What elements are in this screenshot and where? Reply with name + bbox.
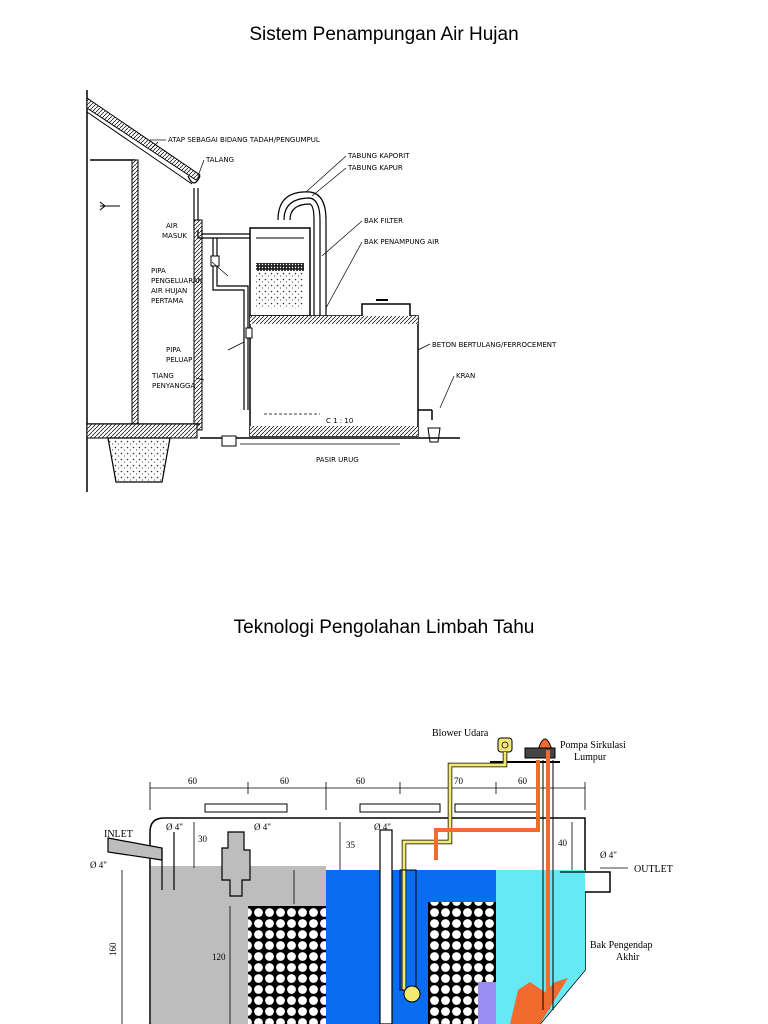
chamber-aerobic-water xyxy=(326,870,508,1024)
dim-w5: 60 xyxy=(518,776,528,786)
manholes xyxy=(204,803,538,813)
dim-h-media: 120 xyxy=(212,952,226,962)
first-flush-pipe xyxy=(210,238,249,320)
label-chlorine-tube: TABUNG KAPORIT xyxy=(347,152,410,160)
baffle-pipe-2 xyxy=(379,829,393,1024)
foundation xyxy=(86,423,460,483)
baffle-pipe-1 xyxy=(221,831,251,897)
dim-h-top-left: 30 xyxy=(198,834,208,844)
title-tofu-wastewater: Teknologi Pengolahan Limbah Tahu xyxy=(233,617,535,638)
gutter-downpipe xyxy=(187,175,250,431)
label-slope: C 1 : 10 xyxy=(326,417,353,425)
dim-w2: 60 xyxy=(280,776,290,786)
label-tap: KRAN xyxy=(456,372,475,380)
dia-outlet: Ø 4" xyxy=(600,850,617,860)
dim-w1: 60 xyxy=(188,776,198,786)
label-first-flush-2: PENGELUARAN xyxy=(151,277,203,285)
label-water-in-1: AIR xyxy=(166,222,178,230)
label-first-flush-3: AIR HUJAN xyxy=(151,287,187,295)
storage-tank xyxy=(249,299,419,437)
roof xyxy=(86,97,201,185)
label-settling-1: Bak Pengendap xyxy=(590,940,653,951)
label-concrete: BETON BERTULANG/FERROCEMENT xyxy=(432,341,557,349)
tap-icon xyxy=(418,409,441,443)
label-lime-tube: TABUNG KAPUR xyxy=(347,164,403,172)
dia-chamber-3: Ø 4" xyxy=(374,822,391,832)
pump-icon xyxy=(524,738,556,759)
label-first-flush-4: PERTAMA xyxy=(151,297,184,305)
label-inlet: INLET xyxy=(104,829,133,840)
chamber-1-sludge-water xyxy=(151,866,326,1024)
chemical-tubes xyxy=(277,191,327,316)
dim-w4: 70 xyxy=(454,776,464,786)
label-support-1: TIANG xyxy=(151,372,174,380)
sludge-pipe xyxy=(434,750,554,1010)
tofu-wastewater-diagram: Blower Udara Pompa Sirkulasi Lumpur INLE… xyxy=(90,728,673,1024)
overflow-pipe xyxy=(243,320,253,410)
label-storage-tank: BAK PENAMPUNG AIR xyxy=(364,238,439,246)
dia-inlet: Ø 4" xyxy=(90,860,107,870)
label-pump-1: Pompa Sirkulasi xyxy=(560,740,626,751)
title-rainwater-system: Sistem Penampungan Air Hujan xyxy=(249,24,519,45)
label-outlet-pipe-1: PIPA xyxy=(166,346,181,354)
label-water-in-2: MASUK xyxy=(162,232,187,240)
label-first-flush-1: PIPA xyxy=(151,267,166,275)
rainwater-system-diagram: ATAP SEBAGAI BIDANG TADAH/PENGUMPUL TALA… xyxy=(86,90,557,492)
label-support-2: PENYANGGA xyxy=(152,382,195,390)
air-pipe xyxy=(399,752,508,1003)
outlet-pipe xyxy=(560,867,628,873)
label-sand-fill: PASIR URUG xyxy=(316,456,359,464)
dim-h-top-mid: 35 xyxy=(346,840,356,850)
inlet-pipe xyxy=(107,832,175,890)
dimension-lines xyxy=(149,782,586,810)
dimension-markers xyxy=(121,822,573,1024)
dia-inlet-top: Ø 4" xyxy=(166,822,183,832)
filter-tank xyxy=(249,227,311,317)
label-outlet-pipe-2: PELUAP xyxy=(166,356,192,364)
label-blower: Blower Udara xyxy=(432,728,489,739)
label-pump-2: Lumpur xyxy=(574,752,607,763)
label-filter-tank: BAK FILTER xyxy=(364,217,403,225)
label-roof: ATAP SEBAGAI BIDANG TADAH/PENGUMPUL xyxy=(168,136,320,144)
dim-h-total: 160 xyxy=(108,942,118,956)
leader-lines xyxy=(150,139,455,409)
dim-h-top-right: 40 xyxy=(558,838,568,848)
chamber-final-settling xyxy=(496,870,585,1024)
dim-w3: 60 xyxy=(356,776,366,786)
label-settling-2: Akhir xyxy=(616,952,640,963)
label-outlet: OUTLET xyxy=(634,864,673,875)
dia-chamber-2: Ø 4" xyxy=(254,822,271,832)
label-gutter: TALANG xyxy=(205,156,234,164)
